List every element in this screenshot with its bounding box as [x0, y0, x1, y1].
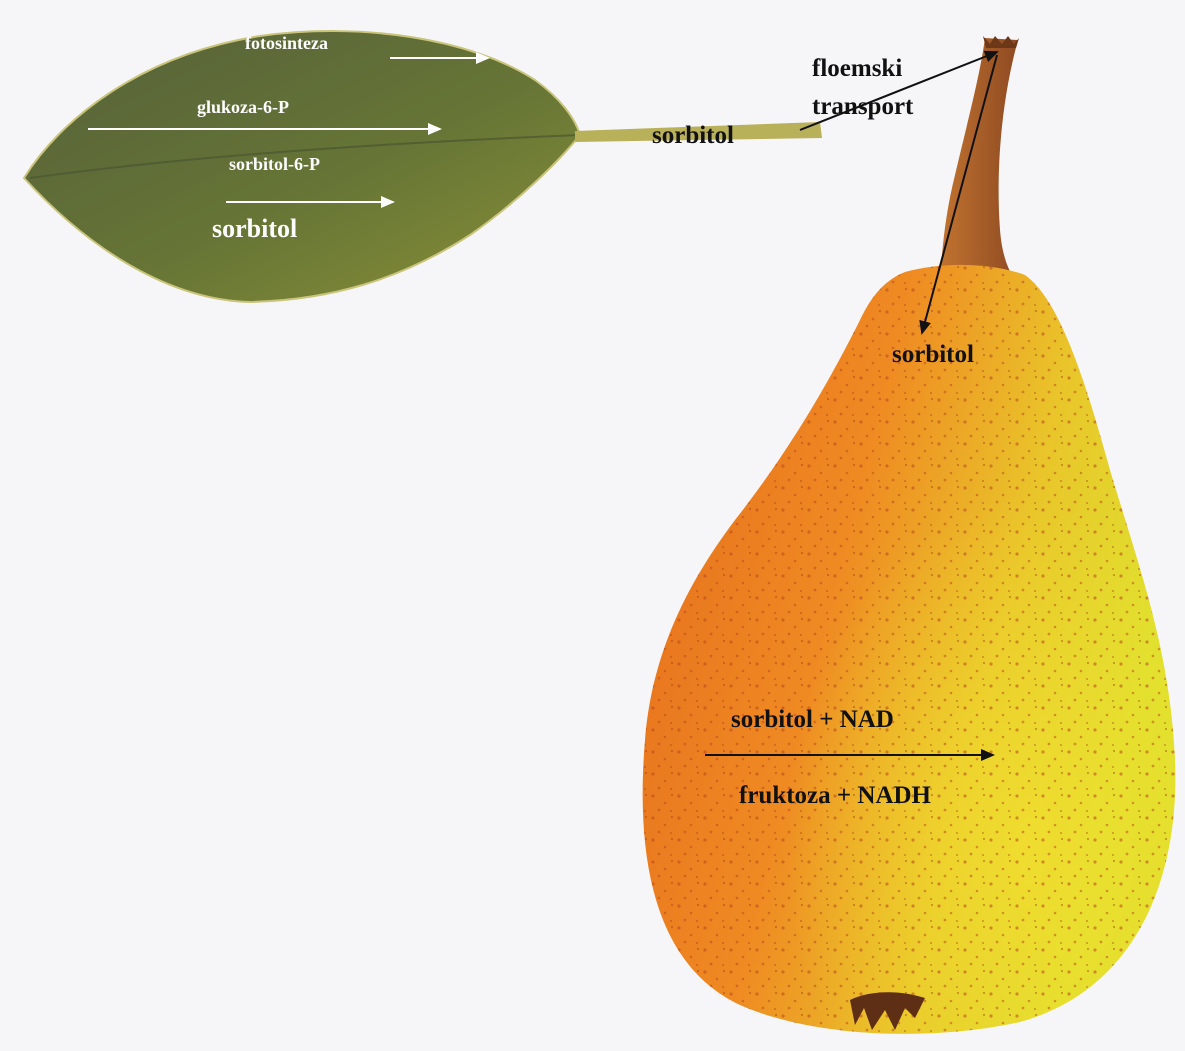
fruit-sorbitol-label: sorbitol — [892, 342, 974, 367]
reaction-reactants-label: sorbitol + NAD — [731, 707, 894, 732]
leaf — [24, 31, 822, 302]
pear — [643, 36, 1176, 1034]
reaction-products-label: fruktoza + NADH — [739, 783, 931, 808]
petiole-sorbitol-label: sorbitol — [652, 123, 734, 148]
leaf-sorbitol-label: sorbitol — [212, 216, 297, 242]
glucose-6-phosphate-label: glukoza-6-P — [197, 98, 289, 116]
pear-stem — [940, 38, 1018, 282]
photosynthesis-label: fotosinteza — [245, 34, 328, 52]
sorbitol-6-phosphate-label: sorbitol-6-P — [229, 155, 320, 173]
pear-speckles — [643, 265, 1176, 1034]
phloem-label-line2: transport — [812, 94, 913, 119]
phloem-label-line1: floemski — [812, 56, 902, 81]
